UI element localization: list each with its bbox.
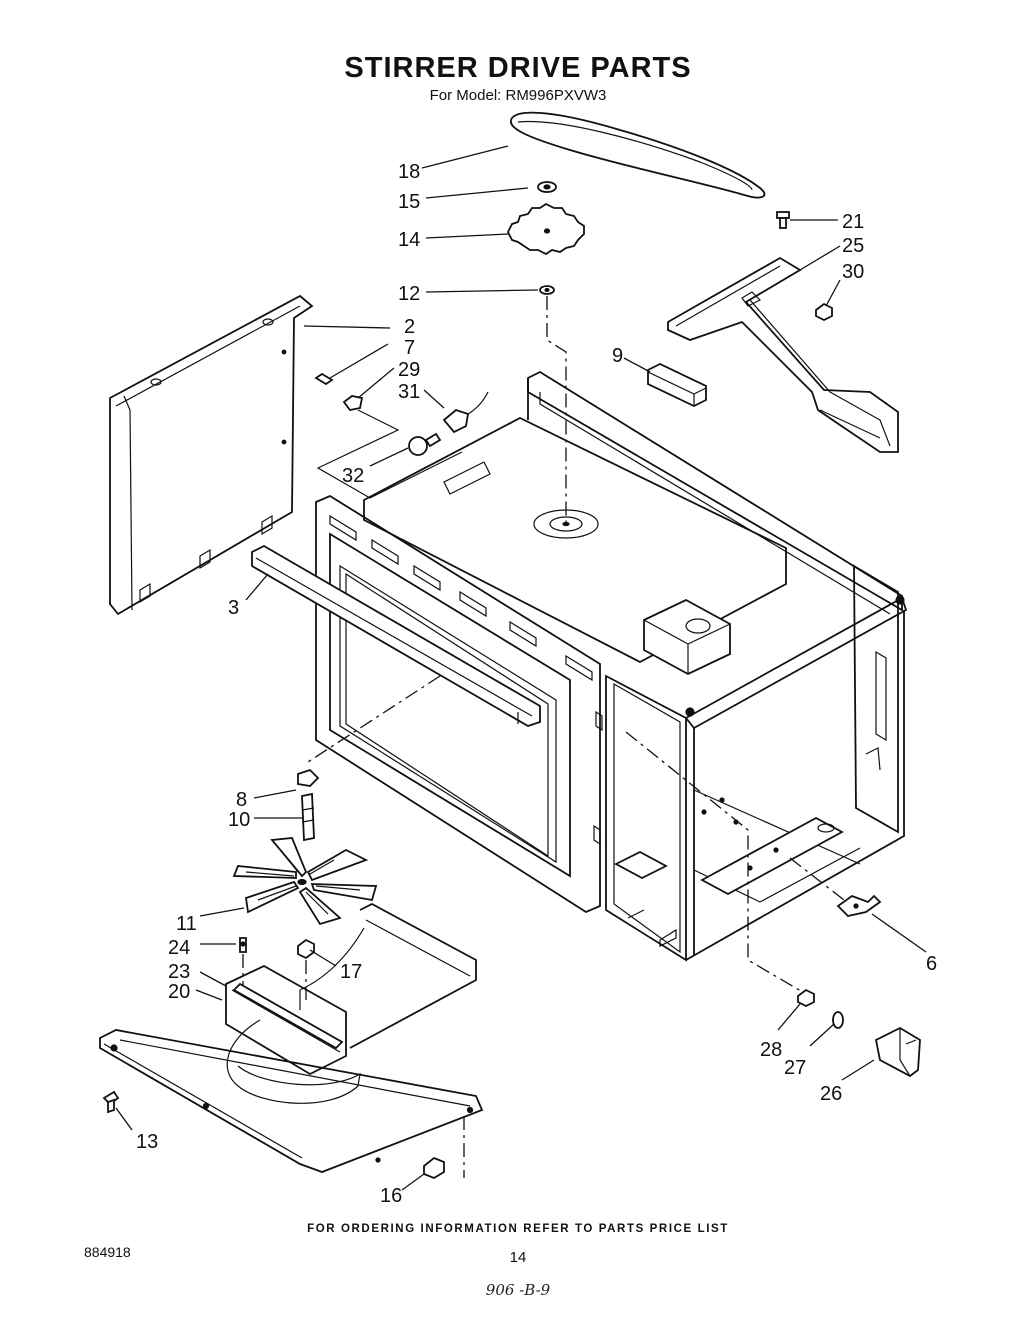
callout-31: 31	[398, 381, 420, 403]
part-14-gear	[506, 202, 585, 256]
document-number: 884918	[84, 1244, 131, 1260]
callout-28: 28	[760, 1039, 782, 1061]
part-2-side-panel	[109, 294, 314, 616]
part-25-bracket	[667, 256, 899, 453]
page-title: STIRRER DRIVE PARTS	[344, 52, 692, 84]
part-3-choke-bar	[251, 544, 541, 727]
ordering-info-note: FOR ORDERING INFORMATION REFER TO PARTS …	[307, 1223, 729, 1235]
callout-18: 18	[398, 161, 420, 183]
callout-29: 29	[398, 359, 420, 381]
callout-23: 23	[168, 961, 190, 983]
callout-24: 24	[168, 937, 190, 959]
page-number: 14	[509, 1249, 527, 1266]
callout-15: 15	[398, 191, 420, 213]
callout-25: 25	[842, 235, 864, 257]
callout-21: 21	[842, 211, 864, 233]
leader-lines	[115, 145, 927, 1191]
part-28-nut	[797, 988, 815, 1008]
part-21-screw	[776, 211, 790, 229]
part-17-nut	[297, 938, 315, 960]
part-26-switch	[874, 1026, 921, 1078]
callout-27: 27	[784, 1057, 806, 1079]
callout-10: 10	[228, 809, 250, 831]
callout-20: 20	[168, 981, 190, 1003]
callout-9: 9	[612, 345, 623, 367]
part-11-fan	[232, 837, 378, 926]
callout-30: 30	[842, 261, 864, 283]
callout-26: 26	[820, 1083, 842, 1105]
part-29-bracket	[342, 395, 364, 411]
part-6-thermal-cutout	[836, 894, 882, 917]
callout-14: 14	[398, 229, 420, 251]
callout-17: 17	[340, 961, 362, 983]
callout-6: 6	[926, 953, 937, 975]
part-8-coupling	[297, 768, 320, 787]
handwritten-note: 906 -B-9	[485, 1281, 551, 1299]
callout-16: 16	[380, 1185, 402, 1207]
oven-cavity	[315, 370, 908, 962]
part-24-pin	[239, 937, 247, 953]
part-9-block	[647, 362, 707, 408]
part-32-bulb	[408, 432, 442, 456]
part-15-ring	[537, 181, 557, 193]
callout-8: 8	[236, 789, 247, 811]
part-10-shaft	[301, 792, 315, 842]
model-subtitle: For Model: RM996PXVW3	[429, 87, 607, 104]
part-13-screw	[102, 1090, 120, 1114]
part-12-washer	[539, 285, 555, 295]
part-18-belt	[509, 111, 766, 199]
part-31-socket	[442, 391, 489, 434]
part-27-washer	[832, 1011, 844, 1029]
base-plate	[99, 1029, 484, 1173]
part-7-screw	[314, 372, 334, 386]
callout-3: 3	[228, 597, 239, 619]
callout-13: 13	[136, 1131, 158, 1153]
part-30-nut	[815, 302, 833, 322]
callout-2: 2	[404, 316, 415, 338]
callout-12: 12	[398, 283, 420, 305]
part-16-foot	[423, 1156, 445, 1180]
callout-labels: 18 15 14 12 2 7 29 31 32 9 21 25 30 3 8 …	[136, 161, 937, 1207]
callout-7: 7	[404, 337, 415, 359]
callout-32: 32	[342, 465, 364, 487]
callout-11: 11	[176, 913, 197, 935]
part-23-bracket-rail	[232, 982, 344, 1050]
part-20-bracket	[225, 902, 477, 1076]
